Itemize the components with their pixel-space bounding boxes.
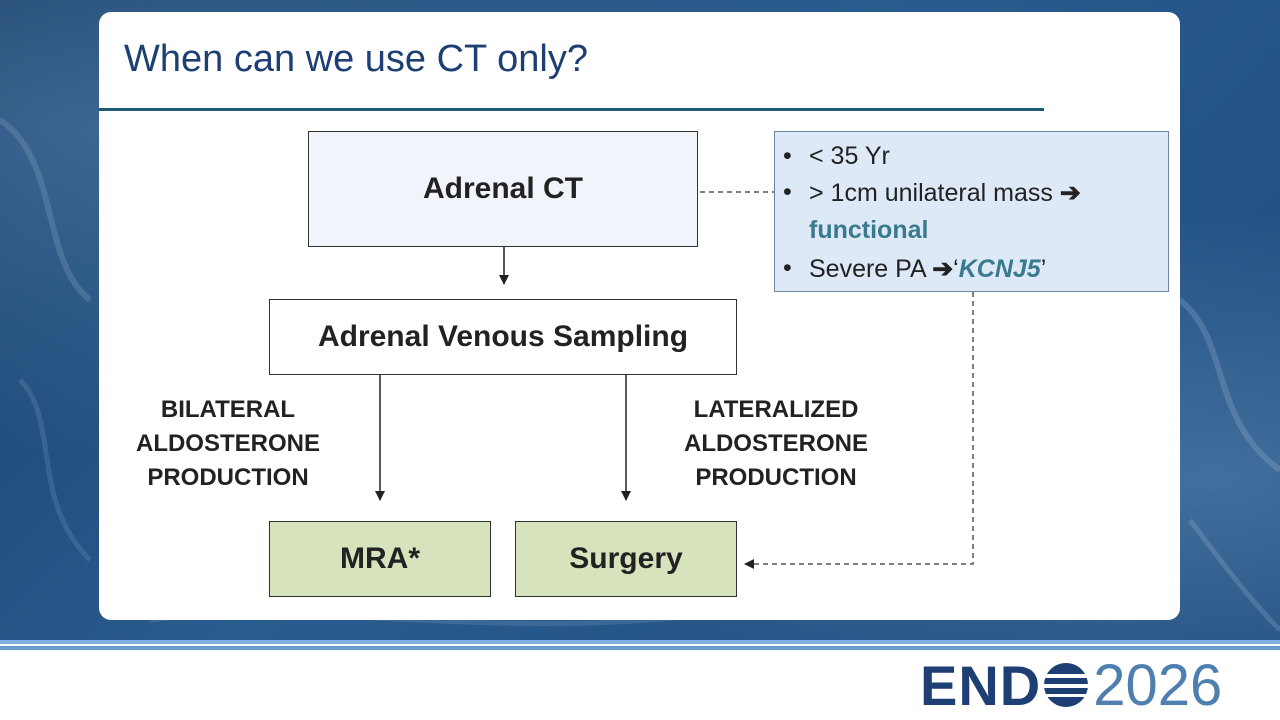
ct-only-criteria-box: • < 35 Yr • > 1cm unilateral mass ➔ func… [774,131,1169,292]
surgery-box: Surgery [515,521,737,597]
bullet-icon: • [783,178,792,206]
bilateral-line-3: PRODUCTION [147,464,309,491]
logo-year-text: 2026 [1093,652,1223,718]
dashed-criteria-to-surgery [744,292,974,569]
bullet-icon: • [783,254,792,282]
criteria-severe-pa-text: Severe PA [809,255,933,283]
endo-2026-logo: END 2026 [920,653,1222,718]
background-pattern [0,117,1280,632]
criteria-item-mass: • > 1cm unilateral mass ➔ [783,178,1081,208]
surgery-label: Surgery [569,542,683,575]
title-divider [99,108,1044,111]
adrenal-venous-sampling-box: Adrenal Venous Sampling [269,299,737,375]
bullet-icon: • [783,142,792,170]
mra-box: MRA* [269,521,491,597]
bilateral-line-1: BILATERAL [160,396,296,423]
criteria-mass-result: functional [809,216,929,244]
criteria-mass-text: > 1cm unilateral mass [809,179,1053,207]
criteria-age-text: < 35 Yr [809,142,890,170]
criteria-item-age: • < 35 Yr [783,142,890,171]
right-arrow-icon: ➔ [1059,179,1081,207]
avs-label: Adrenal Venous Sampling [317,320,689,353]
right-arrow-icon: ➔ [932,255,954,283]
lateralized-line-1: LATERALIZED [693,396,859,423]
footer-stripe [0,640,1280,644]
lateralized-line-2: ALDOSTERONE [683,430,868,457]
footer-stripe [0,646,1280,650]
mra-label: MRA* [340,542,420,575]
open-quote: ‘ [953,255,959,283]
adrenal-ct-label: Adrenal CT [422,172,584,205]
gene-name: KCNJ5 [958,255,1041,283]
criteria-item-severe-pa: • Severe PA ➔‘KCNJ5’ [783,254,1047,284]
bilateral-branch-label: BILATERAL ALDOSTERONE PRODUCTION [118,393,338,495]
flow-connectors [375,191,974,569]
slide-title: When can we use CT only? [124,38,588,80]
lateralized-line-3: PRODUCTION [695,464,857,491]
close-quote: ’ [1040,255,1047,283]
adrenal-ct-box: Adrenal CT [308,131,698,247]
lateralized-branch-label: LATERALIZED ALDOSTERONE PRODUCTION [664,393,888,495]
logo-brand-text: END [920,653,1042,717]
globe-icon [1044,663,1089,707]
bilateral-line-2: ALDOSTERONE [135,430,320,457]
